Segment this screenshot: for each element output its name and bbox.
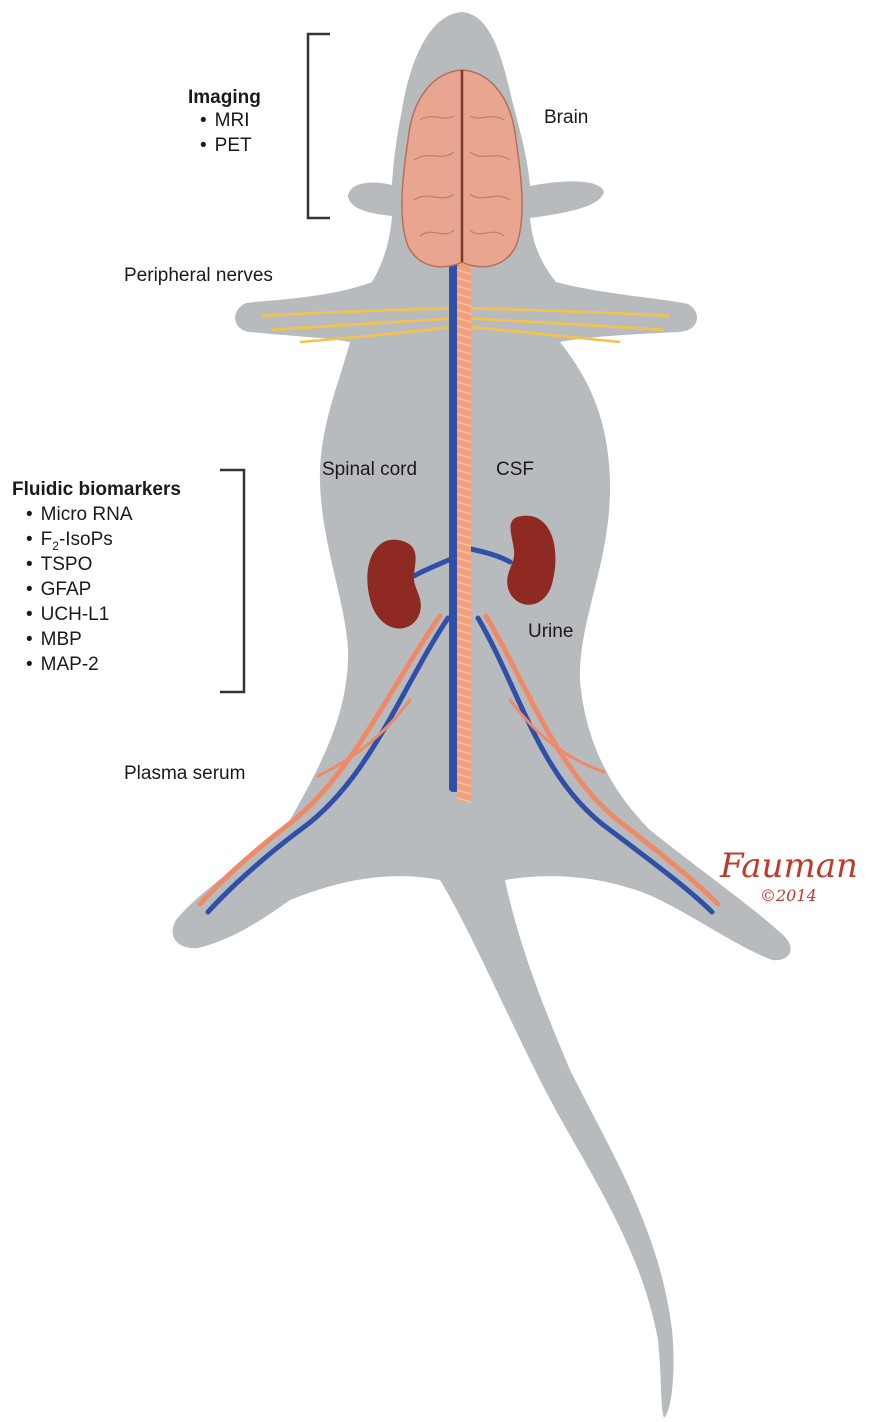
brain-label: Brain [544,108,588,127]
imaging-item: MRI [200,108,252,133]
biomarker-item: GFAP [26,577,133,602]
fluidic-biomarkers-list: Micro RNA F2-IsoPs TSPO GFAP UCH-L1 MBP … [26,502,133,677]
spinal-cord [449,262,471,802]
csf-label: CSF [496,460,534,479]
biomarker-item: Micro RNA [26,502,133,527]
biomarker-item: MAP-2 [26,652,133,677]
brain [402,70,522,267]
biomarker-item: MBP [26,627,133,652]
biomarker-item: UCH-L1 [26,602,133,627]
imaging-list: MRI PET [200,108,252,158]
signature-year: ©2014 [760,886,817,905]
fluidic-bracket [220,470,244,692]
biomarker-item-isops: F2-IsoPs [26,527,133,552]
kidney-right [507,516,555,605]
imaging-item: PET [200,133,252,158]
urine-label: Urine [528,622,573,641]
biomarker-item: TSPO [26,552,133,577]
imaging-bracket [308,34,330,218]
fluidic-biomarkers-title: Fluidic biomarkers [12,480,181,499]
spinal-cord-label: Spinal cord [322,460,417,479]
plasma-serum-label: Plasma serum [124,764,245,783]
artist-signature: Fauman [720,846,858,886]
imaging-title: Imaging [188,88,261,107]
peripheral-nerves-label: Peripheral nerves [124,266,273,285]
